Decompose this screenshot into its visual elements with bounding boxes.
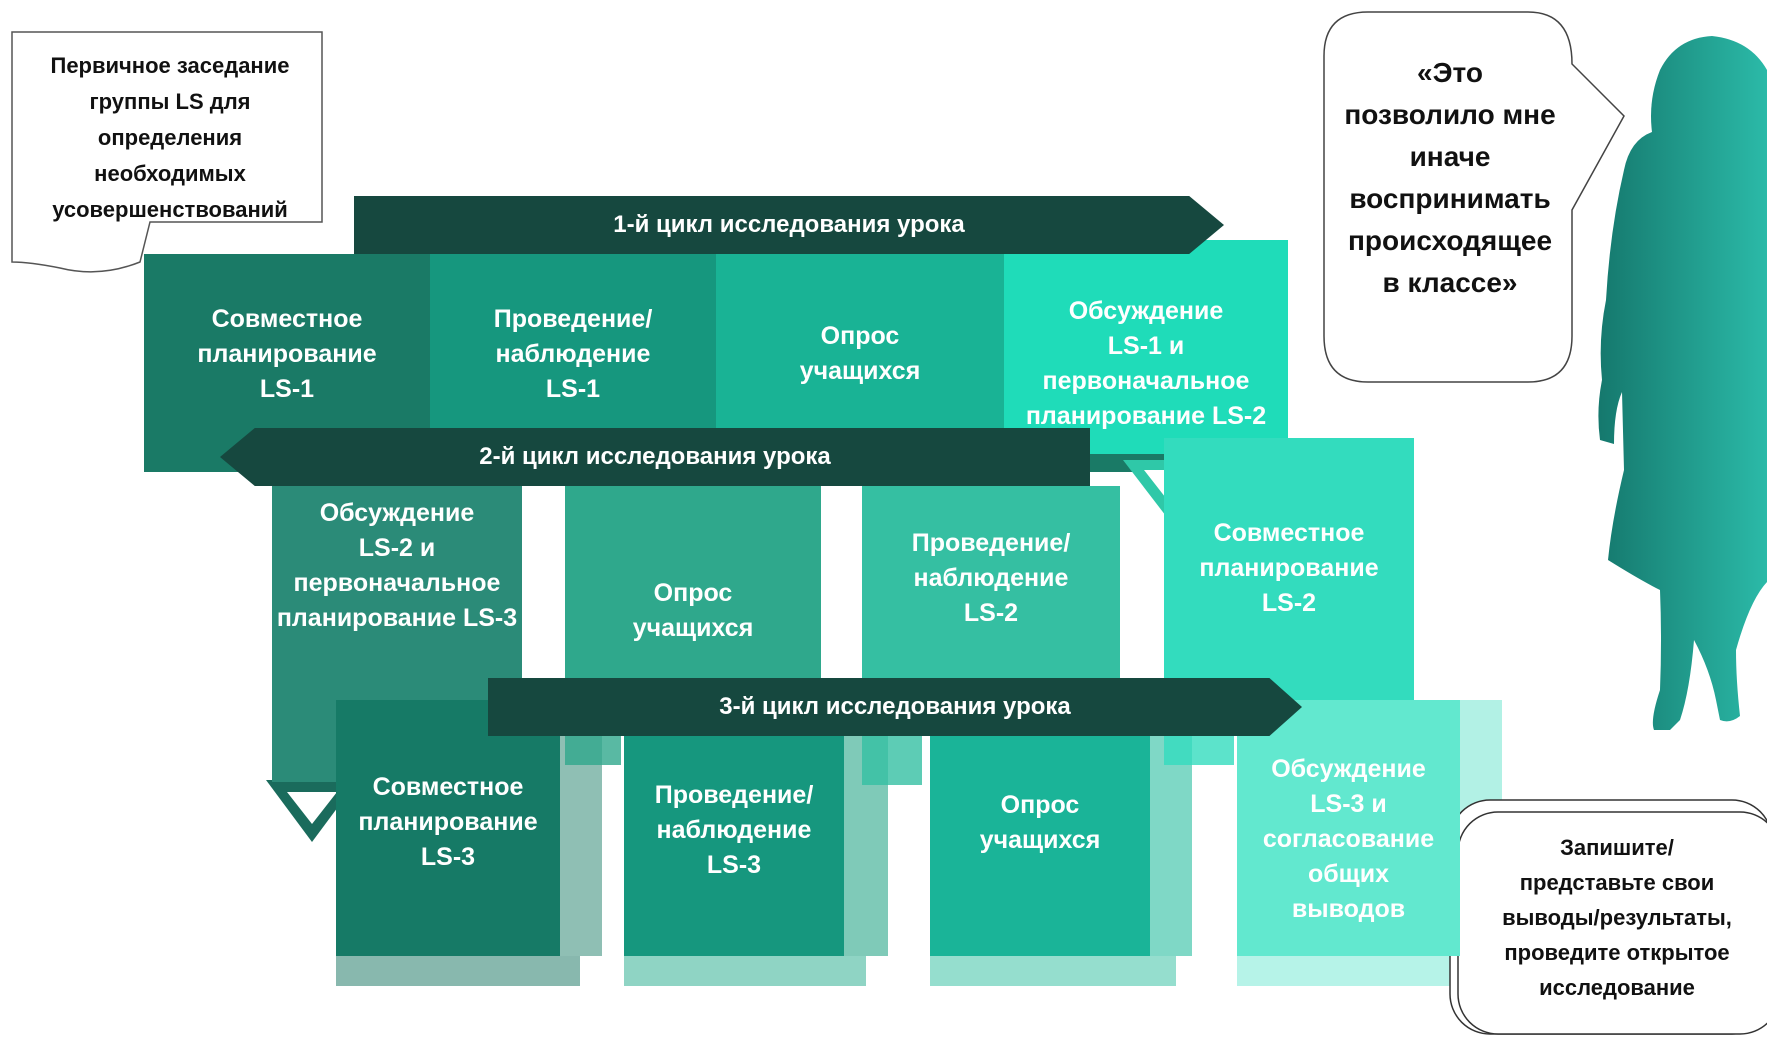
shadow-layer: [930, 956, 1176, 986]
shadow-layer: [565, 735, 621, 765]
cycle2-step3-label: Проведение/ наблюдение LS-2: [911, 529, 1071, 627]
cycle2-step1-label: Обсуждение LS-2 и первоначальное планиро…: [276, 499, 518, 632]
cycle3-step2-label: Проведение/ наблюдение LS-3: [654, 781, 814, 879]
cycle2-step2-label: Опрос учащихся: [632, 579, 754, 642]
bottom-note-text: Запишите/ представьте свои выводы/резуль…: [1502, 835, 1732, 1000]
cycle3-step4-label: Обсуждение LS-3 и согласование общих выв…: [1262, 755, 1435, 923]
shadow-layer: [862, 735, 922, 785]
cycle3-step3-label: Опрос учащихся: [979, 791, 1101, 854]
cycle1-step4: Обсуждение LS-1 и первоначальное планиро…: [1004, 240, 1288, 454]
top-note-text: Первичное заседание группы LS для опреде…: [50, 53, 290, 222]
top-note-callout: [11, 31, 323, 273]
cycle2-title: 2-й цикл исследования урока: [479, 443, 831, 470]
cycle1-step3: Опрос учащихся: [716, 254, 1004, 454]
quote-speech-bubble: [1323, 11, 1625, 383]
shadow-layer: [1237, 956, 1469, 986]
cycle1-title: 1-й цикл исследования урока: [613, 211, 965, 238]
cycle1-step2-label: Проведение/ наблюдение LS-1: [493, 304, 653, 403]
cycle2-step4-label: Совместное планирование LS-2: [1199, 519, 1379, 617]
cycle1-step4-label: Обсуждение LS-1 и первоначальное планиро…: [1025, 297, 1267, 430]
cycle1-step3-label: Опрос учащихся: [799, 322, 921, 385]
cycle3-step3: Опрос учащихся: [930, 736, 1150, 956]
shadow-layer: [624, 956, 866, 986]
cycle3-step1: Совместное планирование LS-3: [336, 700, 560, 956]
shadow-layer: [1164, 735, 1234, 765]
cycle2-down-arrow-inner: [287, 792, 337, 824]
shadow-layer: [336, 956, 580, 986]
woman-silhouette-icon: [1598, 36, 1767, 730]
cycle3-banner: 3-й цикл исследования урока: [488, 678, 1302, 736]
cycle2-banner: 2-й цикл исследования урока: [220, 428, 1090, 486]
cycle1-step1-label: Совместное планирование LS-1: [197, 304, 377, 403]
cycle3-step2: Проведение/ наблюдение LS-3: [624, 736, 844, 956]
cycle1-step2: Проведение/ наблюдение LS-1: [430, 254, 716, 454]
cycle3-title: 3-й цикл исследования урока: [719, 693, 1071, 720]
cycle3-step4: Обсуждение LS-3 и согласование общих выв…: [1237, 700, 1460, 956]
cycle1-step1: Совместное планирование LS-1: [144, 254, 430, 454]
cycle1-banner: 1-й цикл исследования урока: [354, 196, 1224, 254]
cycle3-step1-label: Совместное планирование LS-3: [358, 773, 538, 871]
quote-text: «Это позволило мне иначе воспринимать пр…: [1344, 57, 1556, 298]
cycle2-step4: Совместное планирование LS-2: [1164, 438, 1414, 736]
